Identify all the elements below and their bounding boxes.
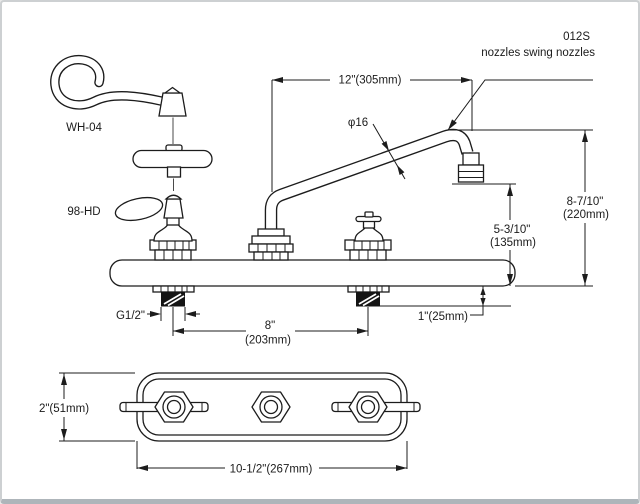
wrist-handle-exploded bbox=[50, 54, 187, 117]
dim-spout-diameter: φ16 bbox=[348, 117, 406, 180]
dim-shank-length: 1"(25mm) bbox=[380, 286, 511, 323]
faucet-technical-drawing: 12"(305mm) 012S nozzles swing nozzles φ1… bbox=[39, 31, 609, 476]
lever-handle-label: 98-HD bbox=[67, 206, 100, 218]
body-depth-label: 2"(51mm) bbox=[39, 403, 89, 415]
spout-outlet-neck bbox=[462, 152, 480, 166]
bottom-view: 2"(51mm) 10-1/2"(267mm) bbox=[39, 372, 421, 476]
spout-hub-bottom bbox=[251, 391, 291, 423]
body-width-label: 10-1/2"(267mm) bbox=[230, 464, 313, 476]
dim-center-spacing: 8" (203mm) bbox=[172, 307, 369, 347]
model-number-label: 012S bbox=[563, 31, 590, 43]
outlet-height-mm-label: (135mm) bbox=[490, 237, 536, 249]
shank-thread-label: G1/2" bbox=[116, 310, 145, 322]
spout-diameter-label: φ16 bbox=[348, 117, 368, 129]
dim-body-depth: 2"(51mm) bbox=[39, 372, 135, 442]
right-valve-assembly bbox=[344, 211, 392, 261]
spout-height-in-label: 8-7/10" bbox=[567, 196, 604, 208]
wrist-handle-hub bbox=[158, 92, 187, 117]
dim-body-width: 10-1/2"(267mm) bbox=[136, 441, 408, 476]
center-spacing-in-label: 8" bbox=[265, 320, 275, 332]
left-shank bbox=[152, 285, 195, 307]
dim-shank-thread: G1/2" bbox=[116, 307, 200, 322]
swing-spout bbox=[248, 128, 485, 261]
lever-hub bbox=[163, 198, 184, 219]
dim-spout-reach: 12"(305mm) bbox=[271, 75, 473, 192]
right-shank bbox=[347, 285, 390, 307]
dim-spout-reach-label: 12"(305mm) bbox=[339, 75, 402, 87]
right-valve-hub-bottom bbox=[348, 391, 388, 423]
cross-handle bbox=[132, 149, 213, 169]
model-description-label: nozzles swing nozzles bbox=[481, 47, 595, 59]
lever-handle bbox=[114, 196, 164, 222]
center-spacing-mm-label: (203mm) bbox=[245, 335, 291, 347]
spout-outlet-tip bbox=[457, 164, 485, 183]
cross-handle-exploded bbox=[132, 117, 213, 191]
side-view: 12"(305mm) 012S nozzles swing nozzles φ1… bbox=[50, 31, 609, 347]
left-valve-assembly bbox=[114, 194, 197, 261]
spout-height-mm-label: (220mm) bbox=[563, 209, 609, 221]
left-valve-hub-bottom bbox=[154, 391, 194, 423]
shank-length-label: 1"(25mm) bbox=[418, 311, 468, 323]
wrist-handle-label: WH-04 bbox=[66, 122, 102, 134]
faucet-deck-side bbox=[109, 259, 516, 287]
dim-outlet-height: 5-3/10" (135mm) bbox=[452, 183, 536, 286]
dim-spout-height: 8-7/10" (220mm) bbox=[447, 129, 609, 287]
model-note: 012S nozzles swing nozzles bbox=[447, 31, 595, 131]
outlet-height-in-label: 5-3/10" bbox=[494, 224, 531, 236]
